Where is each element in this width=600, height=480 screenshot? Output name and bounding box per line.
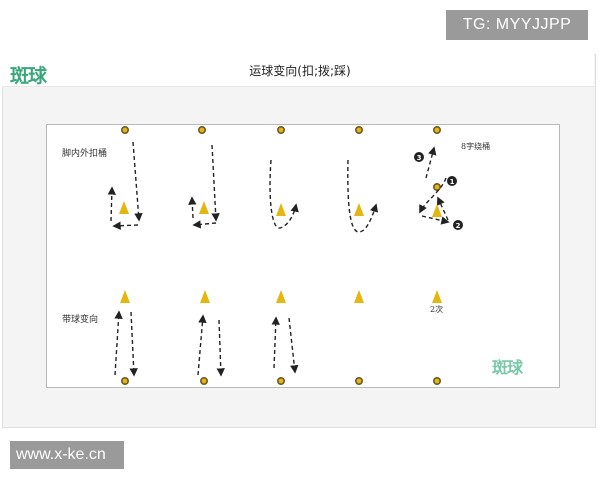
ball-icon [200,376,209,385]
ball-icon [354,376,363,385]
dribble-path [112,221,139,230]
drill-row1-col1 [107,126,143,230]
cone-icon [119,201,129,214]
ball-icon [432,376,441,385]
watermark-logo: 斑球 [492,358,523,377]
cone-icon [432,290,442,303]
title-band [2,54,594,87]
cone-icon [276,290,286,303]
dribble-path [425,146,437,179]
drill-row2-col2 [197,290,225,385]
drill-row2-col5 [432,290,442,385]
step-badge-icon: 1 [447,176,457,186]
cone-icon [199,201,209,214]
drill-row2-col3 [271,290,299,385]
tg-watermark-badge: TG: MYYJJPP [446,10,588,40]
ball-icon [276,376,285,385]
cone-icon [354,290,364,303]
drill-row2-col1 [114,290,138,385]
dribble-path [271,316,280,369]
dribble-path [216,319,225,377]
dribble-path [132,141,143,222]
cone-icon [432,204,442,217]
svg-text:3: 3 [417,154,422,162]
dribble-path [107,186,116,222]
ball-icon [432,183,441,192]
ball-icon [121,376,130,385]
cone-icon [276,203,286,216]
figure8-label: 8字绕桶 [461,142,491,151]
dribble-path [197,314,207,376]
dribble-path [288,317,299,374]
dribble-path [269,159,299,229]
svg-text:1: 1 [450,178,455,186]
row1-label: 脚内外扣桶 [62,149,108,159]
svg-text:2: 2 [456,222,461,230]
drill-row2-col4 [354,290,364,385]
pitch-area [46,124,560,388]
url-watermark-badge: www.x-ke.cn [10,441,124,469]
dribble-path [419,177,447,214]
step-badge-icon: 2 [453,220,463,230]
dribble-path [347,159,379,233]
step-badge-icon: 3 [414,152,424,162]
cone-icon [354,203,364,216]
ball-icon [354,126,363,135]
cone-icon [200,290,210,303]
drill-title: 运球变向(扣;拨;踩) [249,64,351,78]
brand-logo: 斑球 [10,65,47,87]
ball-icon [121,126,130,135]
ball-icon [198,126,207,135]
dribble-path [192,220,217,229]
ball-icon [276,126,285,135]
dribble-path [211,144,220,222]
ball-icon [432,126,441,135]
dribble-path [188,196,197,219]
drill-row1-col5: 1 2 3 [414,126,463,230]
dribble-path [129,311,138,377]
drill-row1-col3 [269,126,299,229]
drill-row1-col2 [188,126,220,229]
row2-label: 带球变向 [62,315,99,325]
dribble-path [421,215,450,225]
drill-row1-col4 [347,126,379,233]
repeat-count-label: 2次 [430,305,444,314]
dribble-path [114,310,123,376]
cone-icon [120,290,130,303]
